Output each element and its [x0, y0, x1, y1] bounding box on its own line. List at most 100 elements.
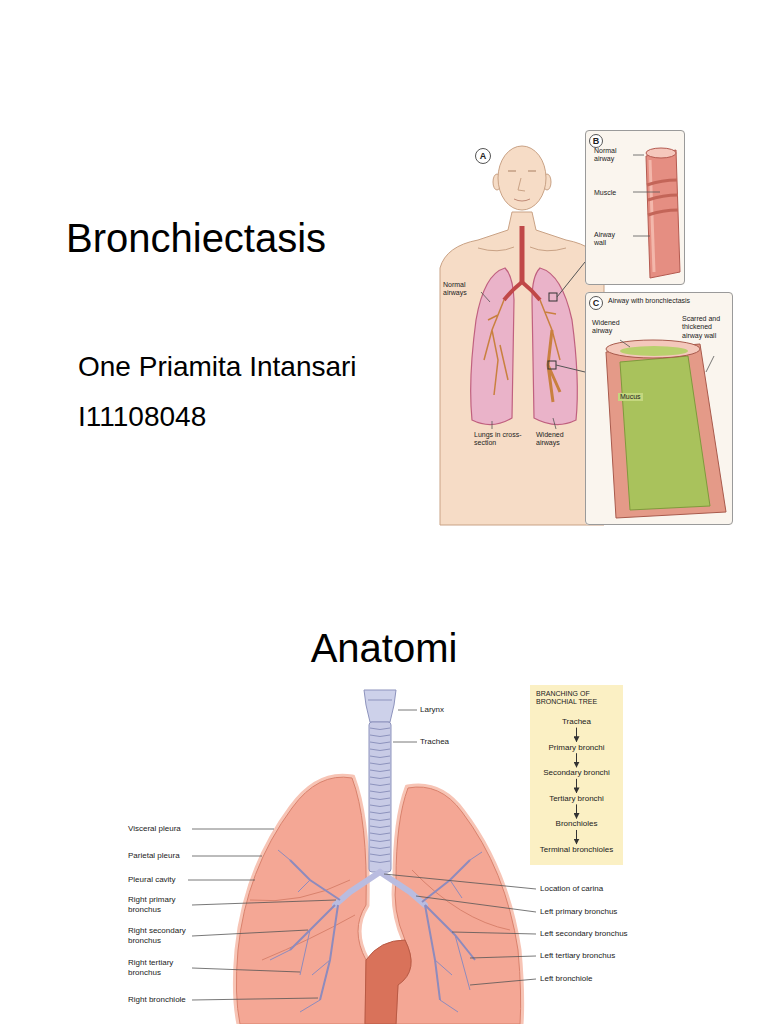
trachea-rings	[370, 728, 390, 863]
body-illustration-part	[504, 282, 540, 300]
trachea-ring	[370, 749, 390, 751]
trachea-ring	[370, 777, 390, 779]
inset-widened-airway-part	[606, 344, 726, 518]
trachea-ring	[370, 819, 390, 821]
part-label: Right secondary bronchus	[128, 926, 190, 945]
body-illustration-part	[471, 268, 514, 425]
letter-circle: B	[589, 134, 603, 148]
inset-normal-airway	[585, 130, 685, 285]
part-label: Normal airways	[443, 281, 479, 298]
anatomy-illustration-part	[369, 722, 391, 872]
flow-step: Terminal bronchioles	[536, 845, 617, 855]
trachea-ring	[370, 805, 390, 807]
inset-normal-airway-part	[646, 150, 680, 278]
callout-letter: B	[593, 137, 600, 146]
trachea-ring	[370, 756, 390, 758]
body-illustration-part	[514, 199, 530, 201]
flow-step: Secondary bronchi	[536, 768, 617, 778]
part-label: Pleural cavity	[128, 875, 176, 885]
trachea-ring	[370, 812, 390, 814]
anatomy-illustration-part	[290, 860, 475, 1000]
inset-widened-airway-part	[606, 340, 700, 358]
trachea-ring	[370, 784, 390, 786]
part-label: Mucus	[618, 393, 643, 401]
step-text: Terminal bronchioles	[536, 845, 617, 855]
inset-widened-airway-part	[585, 292, 733, 525]
body-illustration-part	[549, 293, 557, 301]
part-label: Muscle	[594, 189, 632, 197]
anatomy-illustration-part	[395, 787, 521, 1024]
part-label: Widened airways	[536, 431, 576, 448]
trachea-ring	[370, 861, 390, 863]
letter-circle: A	[475, 148, 491, 164]
slide-text: One Priamita Intansari	[78, 350, 357, 384]
trachea-ring	[370, 763, 390, 765]
flow-arrow	[576, 753, 577, 767]
part-label: Trachea	[420, 737, 449, 747]
flow-step: Trachea	[536, 717, 617, 727]
trachea-ring	[370, 833, 390, 835]
part-label: Larynx	[420, 705, 444, 715]
step-text: Trachea	[536, 717, 617, 727]
body-illustration-part	[440, 212, 604, 525]
body-illustration-part	[498, 146, 546, 210]
inset-widened-airway	[585, 292, 733, 525]
step-text: Bronchioles	[536, 819, 617, 829]
flow-arrow	[576, 830, 577, 844]
trachea-ring	[370, 840, 390, 842]
body-illustration-part	[481, 292, 556, 429]
anatomy-illustration-part	[364, 690, 396, 722]
body-illustration-part	[518, 178, 525, 191]
anatomy-illustration-part	[250, 870, 510, 960]
body-illustration-part	[508, 170, 536, 171]
trachea-ring	[370, 826, 390, 828]
part-label: Left primary bronchus	[540, 907, 617, 917]
step-text: Secondary bronchi	[536, 768, 617, 778]
trachea-ring	[370, 735, 390, 737]
part-label: Right bronchiole	[128, 995, 186, 1005]
flow-arrow	[576, 779, 577, 793]
part-label: Right tertiary bronchus	[128, 958, 188, 977]
callout-letter: C	[593, 299, 600, 308]
part-label: Parietal pleura	[128, 851, 180, 861]
trachea-ring	[370, 798, 390, 800]
part-label: Scarred and thickened airway wall	[682, 315, 730, 340]
box-heading: BRANCHING OF BRONCHIAL TREE	[536, 690, 618, 707]
trachea-ring	[370, 791, 390, 793]
flow-arrow	[576, 804, 577, 818]
inset-widened-airway-part	[620, 346, 688, 356]
part-label: Location of carina	[540, 884, 603, 894]
step-text: Primary bronchi	[536, 743, 617, 753]
part-label: Right primary bronchus	[128, 895, 188, 914]
slide-text: Anatomi	[0, 624, 768, 672]
flow-arrow	[576, 728, 577, 742]
inset-widened-airway-part	[620, 340, 714, 372]
body-illustration-part	[520, 226, 525, 282]
part-label: Visceral pleura	[128, 824, 181, 834]
step-text: Tertiary bronchi	[536, 794, 617, 804]
slide-title: Bronchiectasis	[66, 214, 326, 262]
trachea-ring	[370, 854, 390, 856]
part-label: Airway wall	[594, 231, 628, 248]
trachea-ring	[370, 847, 390, 849]
part-label: Lungs in cross-section	[474, 431, 524, 448]
part-label: Left bronchiole	[540, 974, 592, 984]
part-label: Normal airway	[594, 147, 632, 164]
anatomy-illustration-part	[270, 850, 482, 1012]
inset-box: Normal airwayMuscleAirway wall B	[585, 130, 685, 285]
inset-normal-airway-part	[585, 130, 685, 285]
part-label: Left tertiary bronchus	[540, 951, 615, 961]
callout-letter: A	[480, 152, 487, 161]
inset-normal-airway-part	[633, 155, 660, 236]
body-illustration-part	[556, 262, 585, 372]
body-illustration	[440, 146, 604, 525]
anatomy-illustration-part	[395, 787, 521, 1024]
part-label: Left secondary bronchus	[540, 929, 628, 939]
anatomy-illustration-part	[188, 710, 536, 1000]
anatomy-illustration-part	[365, 940, 411, 1024]
inset-normal-airway-part	[647, 180, 678, 215]
